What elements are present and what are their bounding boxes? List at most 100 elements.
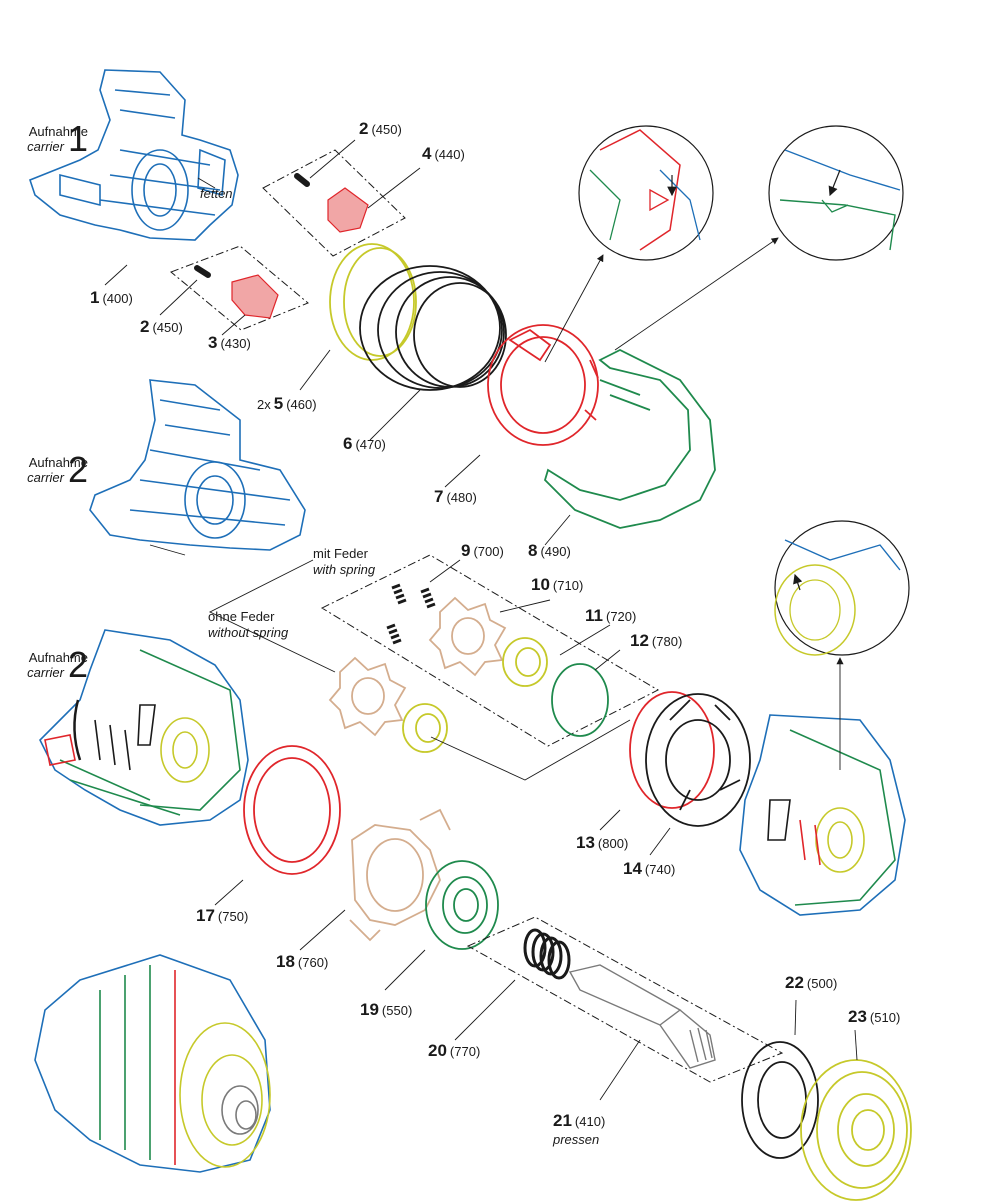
part-label-2b: 2(450): [359, 120, 402, 138]
fetten-note: fetten: [200, 186, 233, 201]
part-code: (470): [355, 437, 386, 452]
part-label-17: 17(750): [196, 907, 248, 925]
part-code: (760): [297, 955, 329, 970]
bearing-19: [425, 860, 499, 950]
ring-12: [551, 663, 609, 737]
ohne-feder-note: ohne Feder without spring: [208, 609, 288, 640]
carrier-de: Aufnahme: [28, 124, 88, 139]
carrier-de: Aufnahme: [28, 650, 88, 665]
part-label-9: 9(700): [461, 542, 504, 560]
ring-7: [487, 324, 599, 446]
shaft-21: [568, 964, 716, 1069]
part-number: 14: [623, 859, 642, 878]
carrier-2-assembled-illustration: [39, 629, 249, 826]
part-number: 2: [140, 317, 150, 336]
part-label-12: 12(780): [630, 632, 682, 650]
part-label-8: 8(490): [528, 542, 571, 560]
part-code: (740): [644, 862, 676, 877]
pins-box-left: [170, 245, 309, 331]
pins-box-top: [262, 149, 406, 257]
spring-9: [386, 583, 436, 645]
part-number: 20: [428, 1041, 447, 1060]
part-code: (500): [806, 976, 838, 991]
carrier-de: Aufnahme: [28, 455, 88, 470]
part-number: 2: [359, 119, 369, 138]
carrier-en: carrier: [27, 139, 64, 154]
part-code: (410): [574, 1114, 606, 1129]
part-code: (770): [449, 1044, 481, 1059]
ring-5: [329, 243, 417, 361]
part-number: 9: [461, 541, 471, 560]
part-label-14: 14(740): [623, 860, 675, 878]
part-code: (460): [286, 397, 317, 412]
part-code: (780): [651, 634, 683, 649]
carrier-en: carrier: [27, 470, 64, 485]
carrier-label-3: Aufnahme carrier 2: [0, 647, 88, 683]
mit-feder-en: with spring: [313, 561, 376, 577]
part-code: (800): [597, 836, 629, 851]
part-number: 18: [276, 952, 295, 971]
mit-feder-de: mit Feder: [313, 546, 368, 561]
cam-10b: [328, 656, 407, 737]
part-prefix: 2x: [257, 397, 271, 412]
part-number: 3: [208, 333, 218, 352]
carrier-assembled-right: [739, 714, 906, 916]
part-code: (440): [434, 147, 465, 162]
final-assembly: [34, 954, 271, 1173]
leader-lines: [104, 139, 858, 1101]
carrier-2-illustration: [89, 379, 306, 551]
part-number: 19: [360, 1000, 379, 1019]
part-code: (710): [552, 578, 584, 593]
bearing-11: [402, 637, 548, 753]
part-number: 22: [785, 973, 804, 992]
part-label-11: 11(720): [585, 607, 636, 625]
cam-18: [349, 808, 451, 942]
carrier-1-illustration: [29, 69, 239, 241]
detail-circle-3: [774, 520, 910, 656]
ring-13: [629, 691, 715, 809]
part-number: 4: [422, 144, 432, 163]
spring-6: [359, 265, 507, 391]
part-label-21: 21(410) pressen: [553, 1112, 605, 1146]
part-number: 6: [343, 434, 353, 453]
carrier-number: 2: [68, 449, 89, 490]
part-label-10: 10(710): [531, 576, 583, 594]
part-label-20: 20(770): [428, 1042, 480, 1060]
part-number: 7: [434, 487, 444, 506]
detail-circle-2: [768, 125, 904, 261]
part-number: 8: [528, 541, 538, 560]
part-number: 1: [90, 288, 100, 307]
mit-feder-note: mit Feder with spring: [313, 546, 375, 577]
part-label-3: 3(430): [208, 334, 251, 352]
cover-23: [800, 1059, 912, 1201]
shaft-box: [466, 916, 784, 1083]
detail-circle-1: [578, 125, 714, 261]
carrier-label-1: Aufnahme carrier 1: [0, 121, 88, 157]
part-label-13: 13(800): [576, 834, 628, 852]
part-code: (450): [371, 122, 402, 137]
detail-arrows: [544, 237, 844, 770]
part-label-6: 6(470): [343, 435, 386, 453]
part-code: (550): [381, 1003, 413, 1018]
part-number: 21: [553, 1111, 572, 1130]
part-note: pressen: [553, 1132, 600, 1147]
part-label-18: 18(760): [276, 953, 328, 971]
ring-17: [243, 745, 341, 875]
part-code: (400): [102, 291, 133, 306]
carrier-number: 1: [68, 118, 89, 159]
part-label-2a: 2(450): [140, 318, 183, 336]
part-label-19: 19(550): [360, 1001, 412, 1019]
shell-8: [543, 348, 716, 529]
part-number: 23: [848, 1007, 867, 1026]
part-number: 5: [273, 394, 284, 413]
part-number: 17: [196, 906, 215, 925]
carrier-number: 2: [68, 644, 89, 685]
part-code: (480): [446, 490, 477, 505]
ohne-feder-de: ohne Feder: [208, 609, 275, 624]
part-code: (450): [152, 320, 183, 335]
part-label-23: 23(510): [848, 1008, 900, 1026]
part-number: 10: [531, 575, 550, 594]
carrier-en: carrier: [27, 665, 64, 680]
